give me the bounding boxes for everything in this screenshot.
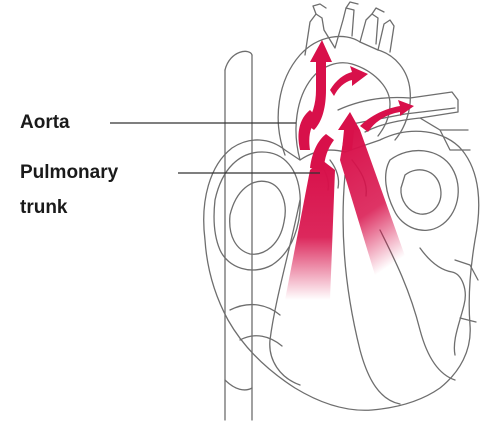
superior-vena-cava [225,55,252,420]
blood-flow-pulmonary [338,100,414,150]
blood-flow-left-ventricle [285,160,335,300]
pulmonary-arrow-right [360,100,414,132]
aorta-arrow-right [330,66,368,96]
aorta-label: Aorta [20,111,70,134]
pulmonary-trunk-label-line1: Pulmonary [20,161,118,184]
right-atrium [214,152,300,270]
left-atrium [386,151,459,231]
pulmonary-trunk-label-line2: trunk [20,196,68,219]
blood-flow-right-ventricle [340,130,410,285]
